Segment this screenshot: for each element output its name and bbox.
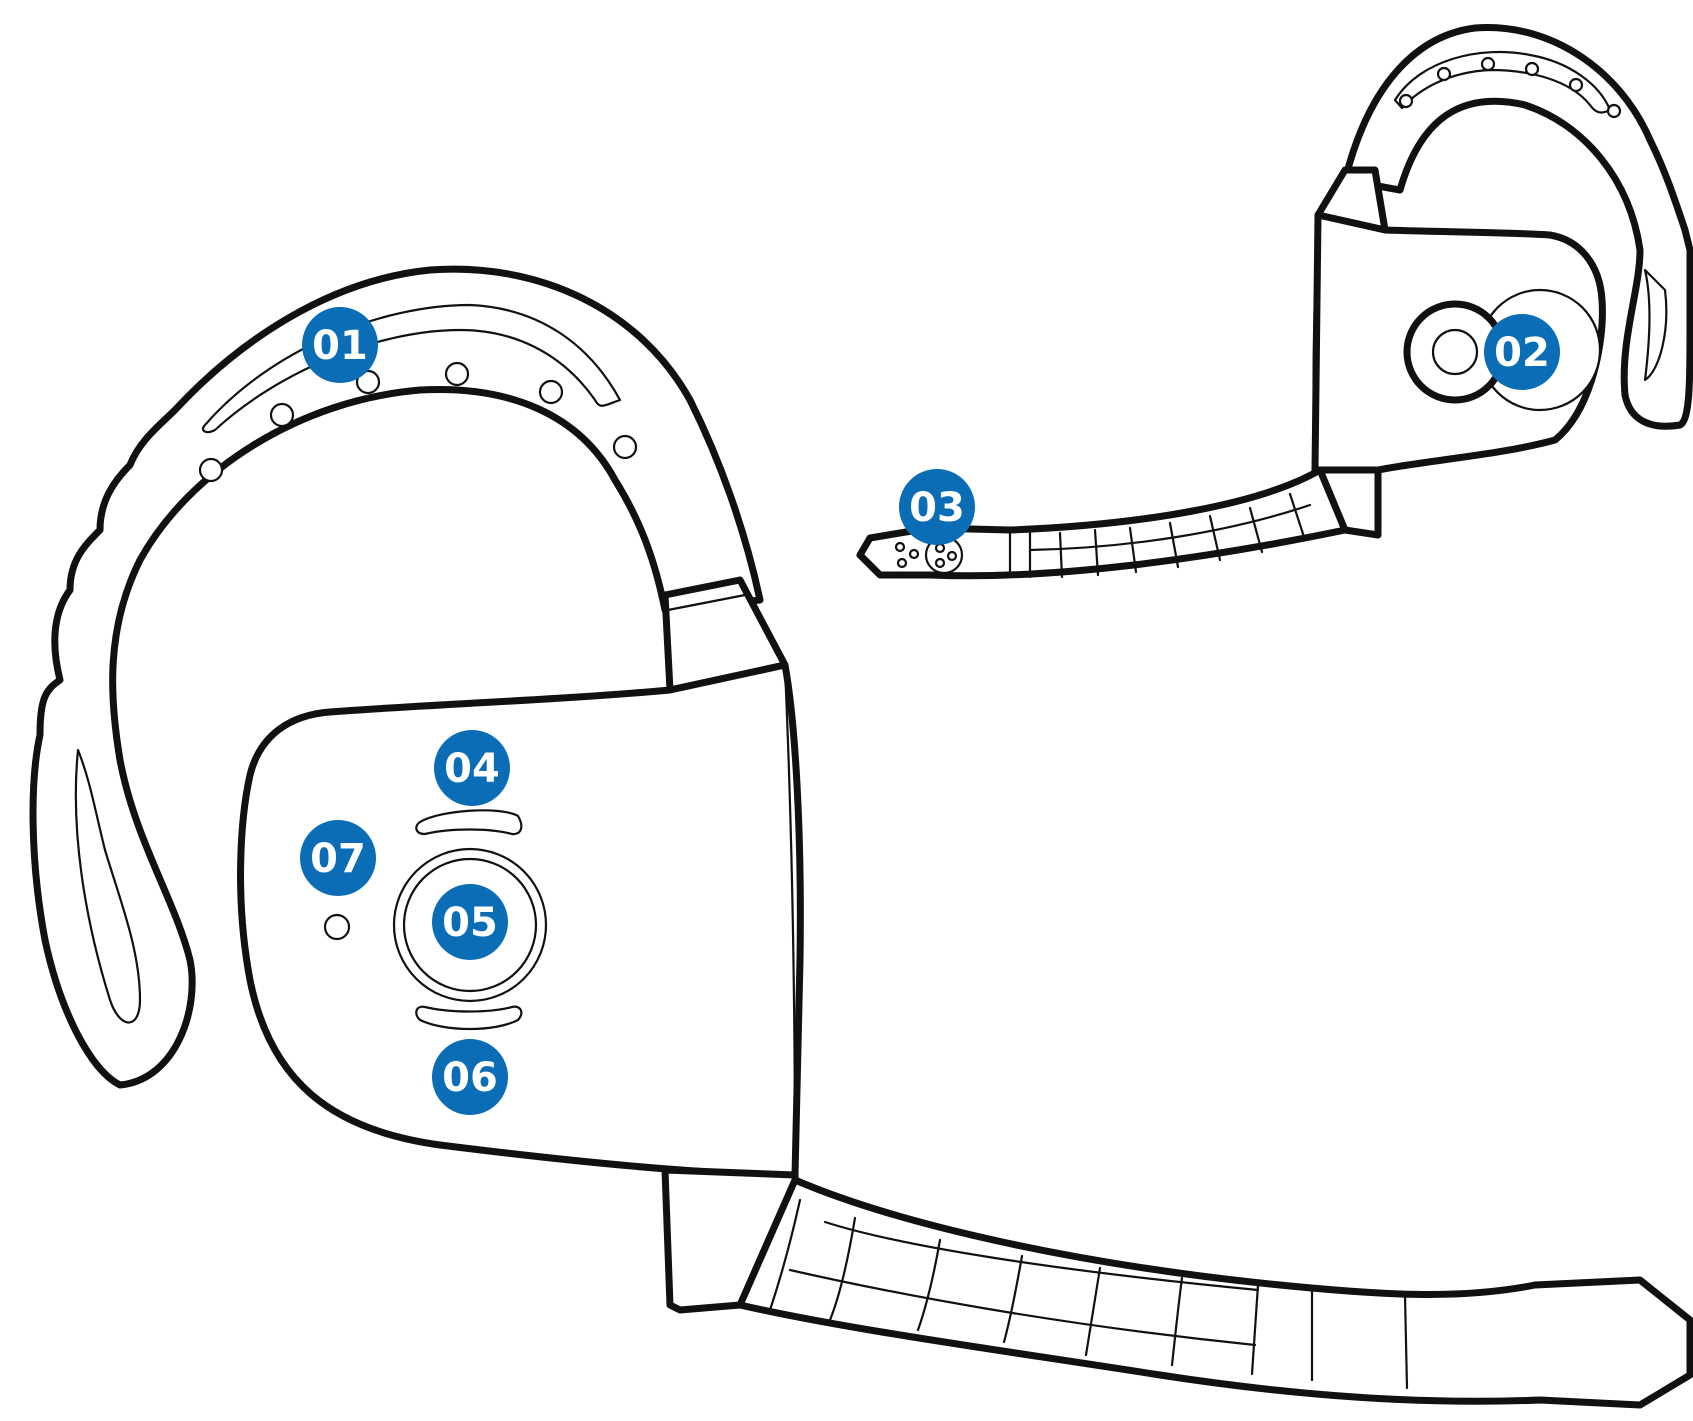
callout-07: 07 xyxy=(300,820,376,896)
callout-06-label: 06 xyxy=(442,1055,498,1101)
callout-03-label: 03 xyxy=(909,485,965,531)
boom-arm xyxy=(740,1180,1690,1405)
callout-04-label: 04 xyxy=(444,746,500,792)
callout-05: 05 xyxy=(432,884,508,960)
callout-07-label: 07 xyxy=(310,836,366,882)
callout-01: 01 xyxy=(302,307,378,383)
callout-02-label: 02 xyxy=(1494,330,1550,376)
callout-02: 02 xyxy=(1484,314,1560,390)
callout-06: 06 xyxy=(432,1039,508,1115)
callout-04: 04 xyxy=(434,730,510,806)
callout-01-label: 01 xyxy=(312,323,368,369)
callout-05-label: 05 xyxy=(442,900,498,946)
small-headset xyxy=(860,27,1690,577)
callout-03: 03 xyxy=(899,469,975,545)
led-indicator xyxy=(325,915,349,939)
